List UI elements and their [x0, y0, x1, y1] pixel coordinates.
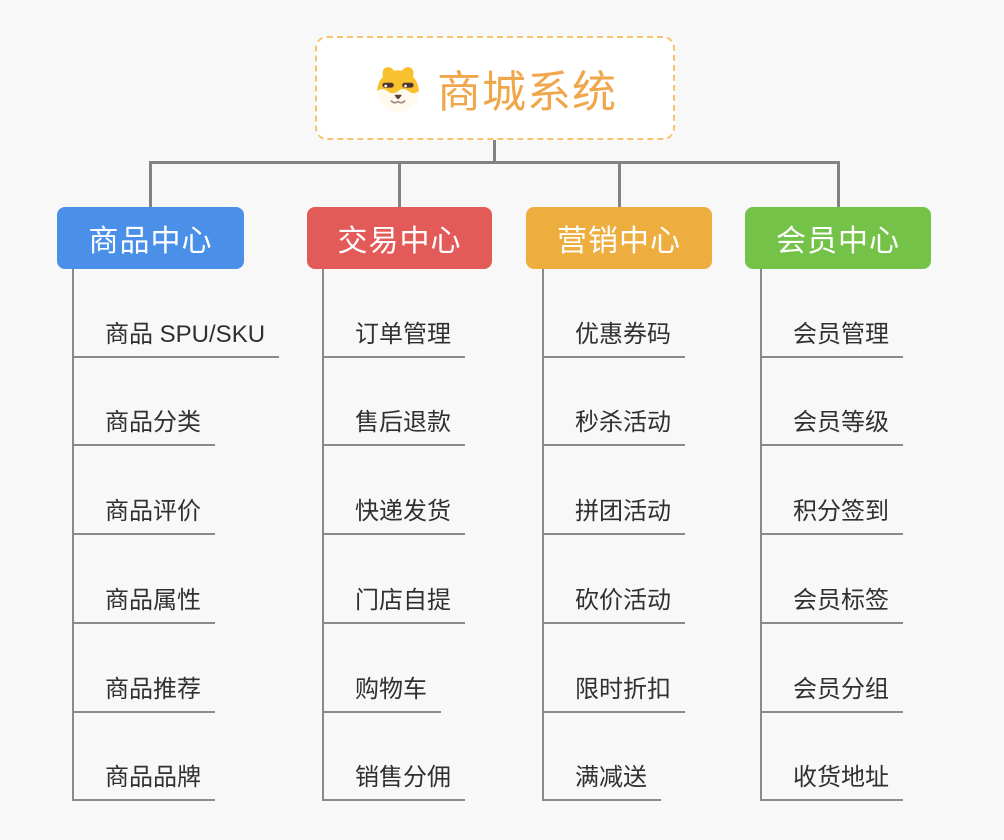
- leaf-item[interactable]: 商品分类: [72, 408, 215, 446]
- leaf-item[interactable]: 会员管理: [760, 320, 903, 358]
- connector-column-line: [322, 269, 324, 801]
- connector-drop: [618, 161, 621, 208]
- connector-root-stub: [493, 140, 496, 163]
- connector-column-line: [72, 269, 74, 801]
- leaf-item[interactable]: 拼团活动: [542, 497, 685, 535]
- leaf-item[interactable]: 优惠券码: [542, 320, 685, 358]
- leaf-item[interactable]: 积分签到: [760, 497, 903, 535]
- leaf-item[interactable]: 满减送: [542, 763, 661, 801]
- connector-drop: [398, 161, 401, 208]
- leaf-item[interactable]: 商品 SPU/SKU: [72, 320, 280, 358]
- leaf-item[interactable]: 会员标签: [760, 586, 903, 624]
- leaf-item[interactable]: 秒杀活动: [542, 408, 685, 446]
- leaf-item[interactable]: 砍价活动: [542, 586, 685, 624]
- leaf-item[interactable]: 会员分组: [760, 675, 903, 713]
- leaf-item[interactable]: 快递发货: [322, 497, 465, 535]
- root-title: 商城系统: [437, 68, 617, 117]
- leaf-item[interactable]: 会员等级: [760, 408, 903, 446]
- dog-face-icon: [377, 67, 419, 112]
- leaf-item[interactable]: 售后退款: [322, 408, 465, 446]
- connector-column-line: [760, 269, 762, 801]
- leaf-item[interactable]: 购物车: [322, 675, 441, 713]
- leaf-item[interactable]: 限时折扣: [542, 675, 685, 713]
- connector-drop: [149, 161, 152, 208]
- leaf-item[interactable]: 商品评价: [72, 497, 215, 535]
- leaf-item[interactable]: 收货地址: [760, 763, 903, 801]
- branch-node-member-center[interactable]: 会员中心: [745, 207, 931, 269]
- leaf-item[interactable]: 销售分佣: [322, 763, 465, 801]
- leaf-item[interactable]: 门店自提: [322, 586, 465, 624]
- connector-column-line: [542, 269, 544, 801]
- branch-node-trade-center[interactable]: 交易中心: [307, 207, 492, 269]
- leaf-item[interactable]: 商品推荐: [72, 675, 215, 713]
- root-node[interactable]: 商城系统: [315, 36, 675, 140]
- branch-node-marketing-center[interactable]: 营销中心: [526, 207, 712, 269]
- leaf-item[interactable]: 订单管理: [322, 320, 465, 358]
- connector-bus: [149, 161, 840, 164]
- branch-node-product-center[interactable]: 商品中心: [57, 207, 244, 269]
- leaf-item[interactable]: 商品属性: [72, 586, 215, 624]
- connector-drop: [837, 161, 840, 208]
- leaf-item[interactable]: 商品品牌: [72, 763, 215, 801]
